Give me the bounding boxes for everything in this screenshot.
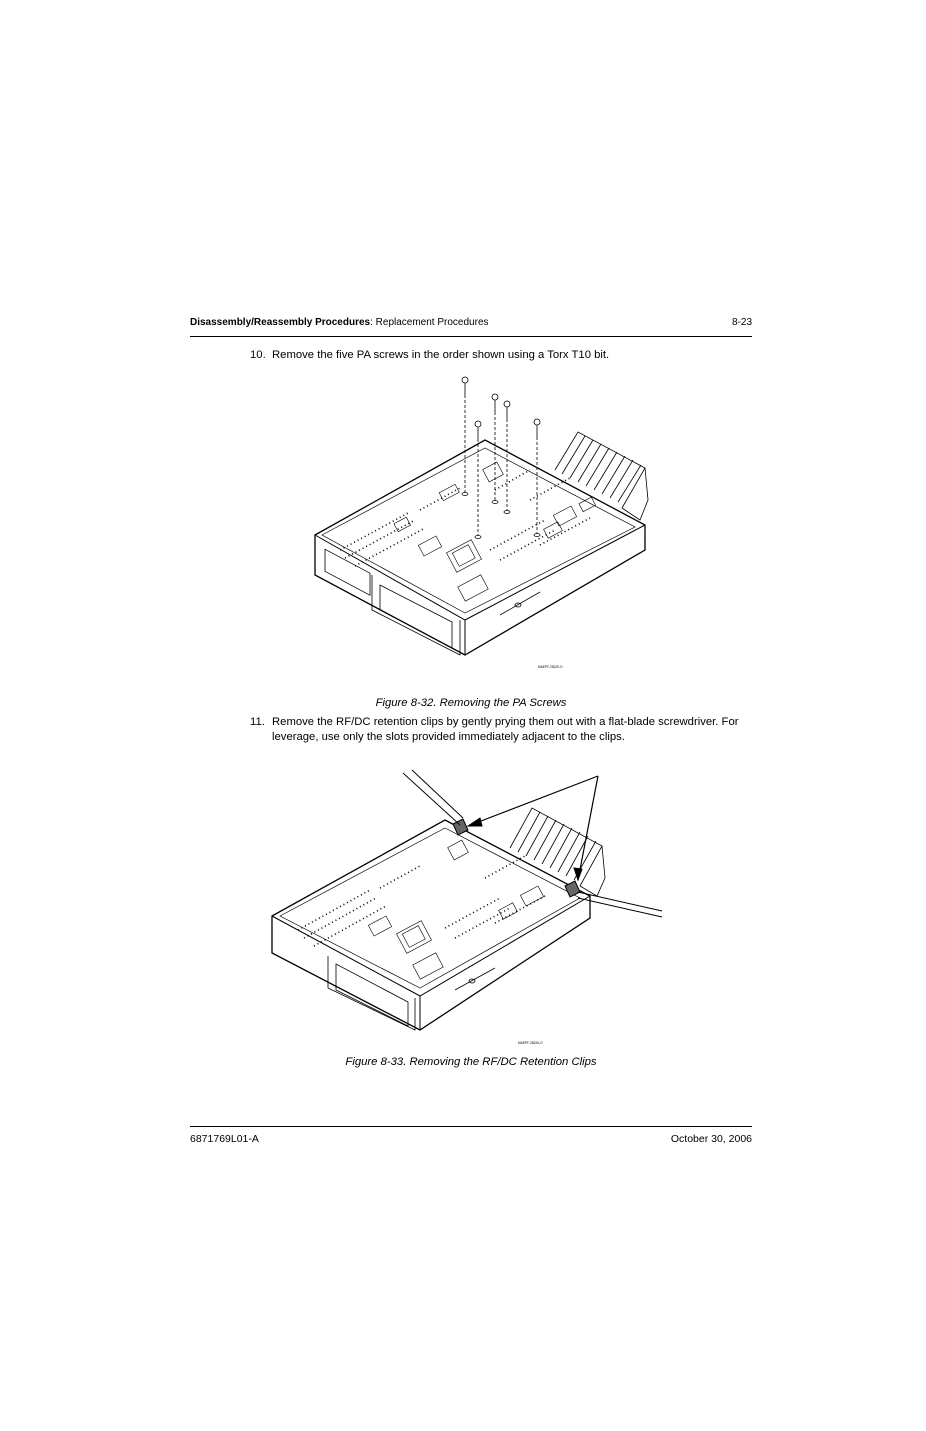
art-id-label: MAEPF-28226-O [518, 1041, 543, 1045]
footer-rule [190, 1126, 752, 1127]
art-id-label: MAEPF-28225-O [538, 665, 563, 669]
header-subsection-title: : Replacement Procedures [370, 317, 489, 328]
step-number: 10. [250, 349, 266, 361]
step-10: 10. Remove the five PA screws in the ord… [250, 348, 754, 363]
radio-chassis-screws-illustration: MAEPF-28225-O [314, 376, 649, 669]
header-section-title: Disassembly/Reassembly Procedures [190, 317, 371, 328]
figure-8-33-illustration: MAEPF-28226-O [260, 768, 680, 1048]
step-number: 11. [250, 716, 265, 728]
figure-8-33-caption: Figure 8-33. Removing the RF/DC Retentio… [345, 1056, 597, 1068]
running-footer: 6871769L01-A October 30, 2006 [190, 1133, 752, 1147]
header-rule [190, 336, 752, 337]
figure-8-32-caption: Figure 8-32. Removing the PA Screws [375, 697, 567, 709]
step-text: Remove the five PA screws in the order s… [272, 349, 610, 361]
publication-date: October 30, 2006 [670, 1133, 752, 1145]
page-number: 8-23 [731, 317, 752, 328]
document-number: 6871769L01-A [190, 1133, 259, 1145]
running-header: Disassembly/Reassembly Procedures: Repla… [190, 316, 752, 330]
step-11: 11. Remove the RF/DC retention clips by … [250, 715, 754, 745]
step-text: Remove the RF/DC retention clips by gent… [272, 716, 739, 743]
radio-chassis-clips-illustration: MAEPF-28226-O [271, 769, 663, 1045]
figure-8-32-illustration: MAEPF-28225-O [300, 370, 660, 670]
